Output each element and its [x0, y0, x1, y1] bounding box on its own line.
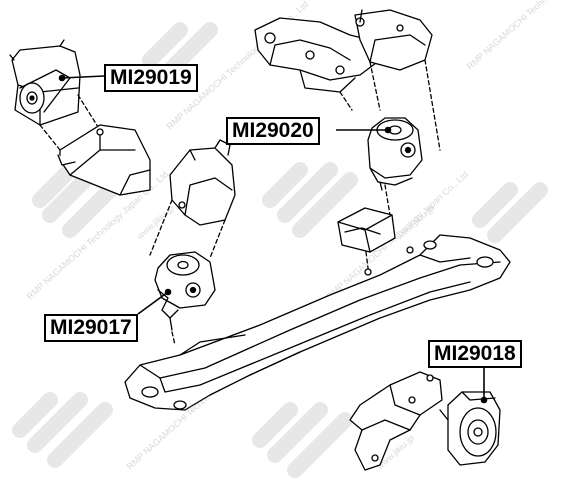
- leader-mi29019: [61, 75, 105, 79]
- watermark-logo-stroke: [12, 392, 113, 468]
- mount-block-drawing: [337, 207, 396, 269]
- leader-dot-mi29018: [480, 396, 488, 404]
- leader-dot-mi29020: [384, 126, 392, 134]
- leader-dot-mi29019: [58, 74, 66, 82]
- label-mi29020: MI29020: [226, 117, 320, 145]
- watermark-site-text: www.jikiu.jp: [134, 203, 176, 242]
- mount-mi29019-drawing: [9, 39, 151, 196]
- mount-mi29018-drawing: [349, 371, 501, 471]
- watermark-site-text-2: www.jikiu.jp: [394, 203, 436, 242]
- leader-mi29017: [137, 291, 169, 315]
- leader-lines: [58, 74, 488, 404]
- label-mi29019: MI29019: [104, 64, 198, 92]
- watermark-logo-stroke: [472, 182, 548, 243]
- mount-mi29020-drawing: [367, 117, 423, 216]
- watermark-company-text-4: RMP NAGAMOCHI Technology Japan Co., Ltd: [465, 0, 569, 71]
- crossmember-drawing: [124, 234, 511, 411]
- watermark-logo-stroke: [252, 402, 353, 478]
- mount-mi29020-upper-drawing: [254, 9, 441, 151]
- label-mi29018: MI29018: [428, 340, 522, 368]
- leader-dot-mi29017: [164, 288, 172, 296]
- watermark-logo-stroke: [262, 162, 358, 238]
- label-mi29017: MI29017: [44, 314, 138, 342]
